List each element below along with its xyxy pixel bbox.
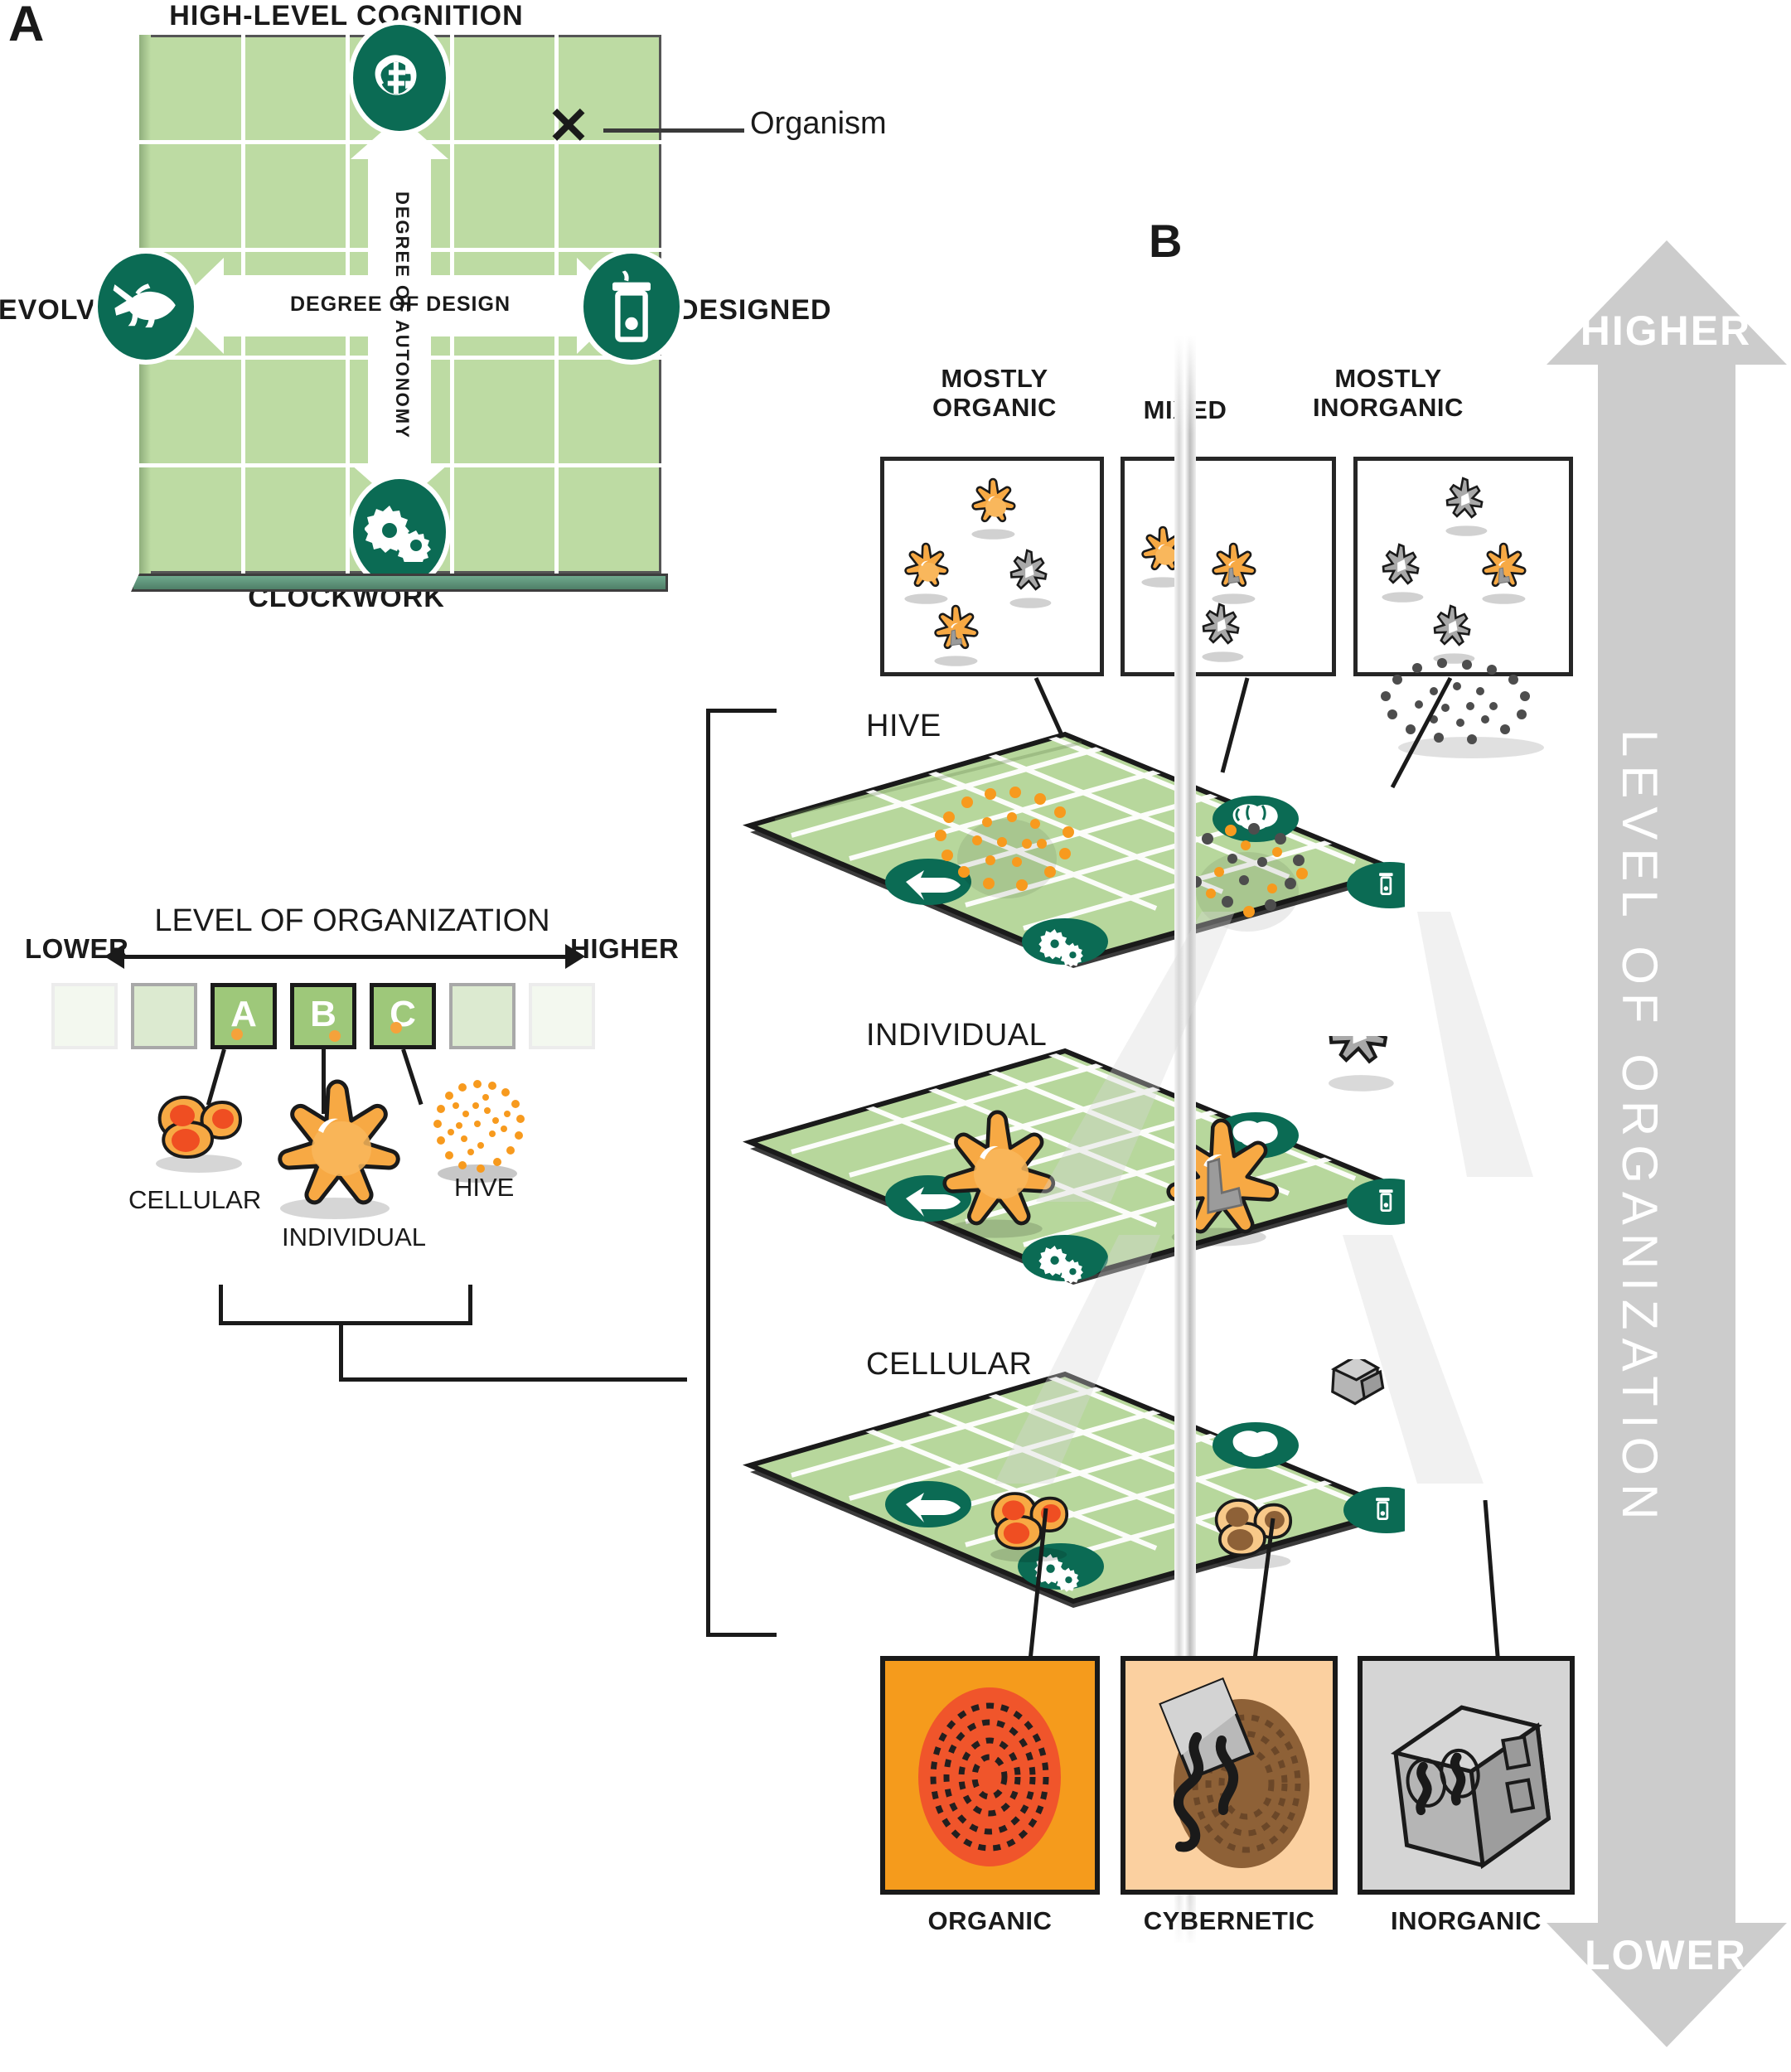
legend-swatch-c-letter: C xyxy=(390,994,416,1034)
swarm-icon-mixed xyxy=(1184,823,1308,932)
legend-swatch-a-letter: A xyxy=(230,994,257,1034)
level-of-organization-axis-arrow xyxy=(1547,240,1787,2047)
gears-icon xyxy=(348,474,451,590)
mobile-phone-icon xyxy=(578,249,685,365)
legend-swatch-b[interactable]: B xyxy=(290,983,356,1049)
mobile-phone-icon xyxy=(1343,1487,1405,1533)
panel-a-grid-base xyxy=(131,574,668,592)
organism-marker-icon: ✕ xyxy=(547,98,590,155)
legend-caption-cellular: CELLULAR xyxy=(128,1185,262,1214)
organism-callout-label: Organism xyxy=(750,106,887,141)
legend-higher-label: HIGHER xyxy=(570,933,680,964)
legend-swatch-6[interactable] xyxy=(529,983,595,1049)
legend-connector-b xyxy=(322,1049,326,1114)
pole-fade-top xyxy=(1174,335,1196,434)
legend-caption-hive: HIVE xyxy=(454,1173,515,1202)
legend-to-panel-bracket xyxy=(706,709,777,1637)
axis-lower-label: LOWER xyxy=(1584,1932,1748,1978)
column-header-mostly-organic: MOSTLY ORGANIC xyxy=(870,364,1119,422)
column-header-line1: MOSTLY xyxy=(941,364,1048,393)
plane-label-individual: INDIVIDUAL xyxy=(866,1018,1048,1053)
autonomy-axis-label: DEGREE OF AUTONOMY xyxy=(392,191,413,439)
legend-title: LEVEL OF ORGANIZATION xyxy=(154,903,550,938)
legend-caption-individual: INDIVIDUAL xyxy=(282,1222,426,1251)
specimen-box-mixed[interactable] xyxy=(1121,457,1336,676)
organism-icon xyxy=(942,1110,1056,1238)
legend-swatch-a[interactable]: A xyxy=(211,983,277,1049)
legend-swatch-b-letter: B xyxy=(310,994,336,1034)
axis-vertical-label: LEVEL OF ORGANIZATION xyxy=(1612,729,1668,1528)
column-header-line1: MOSTLY xyxy=(1334,364,1442,393)
gears-icon xyxy=(1022,918,1108,967)
brain-icon xyxy=(348,20,451,136)
gears-icon xyxy=(1022,1235,1108,1284)
organism-leader-line xyxy=(603,128,744,133)
bottom-box-organic[interactable] xyxy=(880,1656,1100,1895)
organism-icon xyxy=(249,1069,414,1227)
swarm-icon-organic xyxy=(935,787,1074,898)
panel-a-right-axis-label: DESIGNED xyxy=(678,294,832,326)
design-axis-label: DEGREE OF DESIGN xyxy=(289,293,511,316)
plane-label-cellular: CELLULAR xyxy=(866,1347,1033,1382)
legend-swatch-b-dot xyxy=(329,1030,341,1042)
panel-a-grid: DEGREE OF AUTONOMY DEGREE OF DESIGN xyxy=(93,20,685,592)
individual-plane xyxy=(743,1036,1405,1285)
specimen-box-mostly-organic[interactable] xyxy=(880,457,1104,676)
bottom-label-organic: ORGANIC xyxy=(927,1906,1053,1935)
fish-icon xyxy=(93,249,199,365)
legend-swatch-0[interactable] xyxy=(51,983,118,1049)
column-header-mostly-inorganic: MOSTLY INORGANIC xyxy=(1251,364,1525,422)
brain-icon xyxy=(1213,1422,1299,1469)
column-header-line2: ORGANIC xyxy=(932,392,1057,422)
bottom-box-cybernetic[interactable] xyxy=(1121,1656,1338,1895)
column-header-line2: INORGANIC xyxy=(1313,392,1464,422)
fish-icon xyxy=(885,859,971,905)
design-axis-bar xyxy=(222,275,578,336)
hive-plane xyxy=(743,731,1405,968)
panel-b-letter: B xyxy=(1149,215,1183,267)
inorganic-specimen xyxy=(1009,549,1052,608)
mobile-phone-icon xyxy=(1347,1179,1405,1225)
axis-higher-label: HIGHER xyxy=(1580,307,1752,354)
legend-swatch-5[interactable] xyxy=(449,983,516,1049)
cell-cluster-icon-cybernetic xyxy=(1214,1498,1293,1569)
brain-icon xyxy=(1213,796,1299,842)
plane-label-hive: HIVE xyxy=(866,709,941,743)
legend-axis-arrow xyxy=(104,944,585,969)
legend-bracket-stem xyxy=(339,1321,343,1381)
legend-swatch-a-dot xyxy=(231,1029,243,1040)
inorganic-cell-icon xyxy=(1330,1359,1385,1406)
legend-swatch-1[interactable] xyxy=(131,983,197,1049)
specimen-box-mostly-inorganic[interactable] xyxy=(1353,457,1573,676)
hybrid-specimen xyxy=(934,604,979,666)
swarm-icon xyxy=(413,1069,545,1193)
swarm-icon-inorganic xyxy=(1359,655,1583,762)
legend-swatch-c[interactable]: C xyxy=(370,983,436,1049)
bottom-label-inorganic: INORGANIC xyxy=(1391,1906,1542,1935)
cell-cluster-icon xyxy=(139,1077,264,1177)
cellular-plane xyxy=(743,1359,1405,1608)
bottom-box-inorganic[interactable] xyxy=(1358,1656,1575,1895)
legend-swatch-c-dot xyxy=(390,1022,402,1034)
fish-icon xyxy=(885,1481,971,1527)
panel-a-letter: A xyxy=(8,0,45,51)
inorganic-organism-icon xyxy=(1329,1036,1394,1092)
mobile-phone-icon xyxy=(1347,862,1405,908)
panel-a-top-axis-label: HIGH-LEVEL COGNITION xyxy=(169,0,524,31)
bottom-label-cybernetic: CYBERNETIC xyxy=(1143,1906,1315,1935)
legend-bracket xyxy=(219,1285,472,1325)
legend-bracket-link xyxy=(339,1377,687,1382)
